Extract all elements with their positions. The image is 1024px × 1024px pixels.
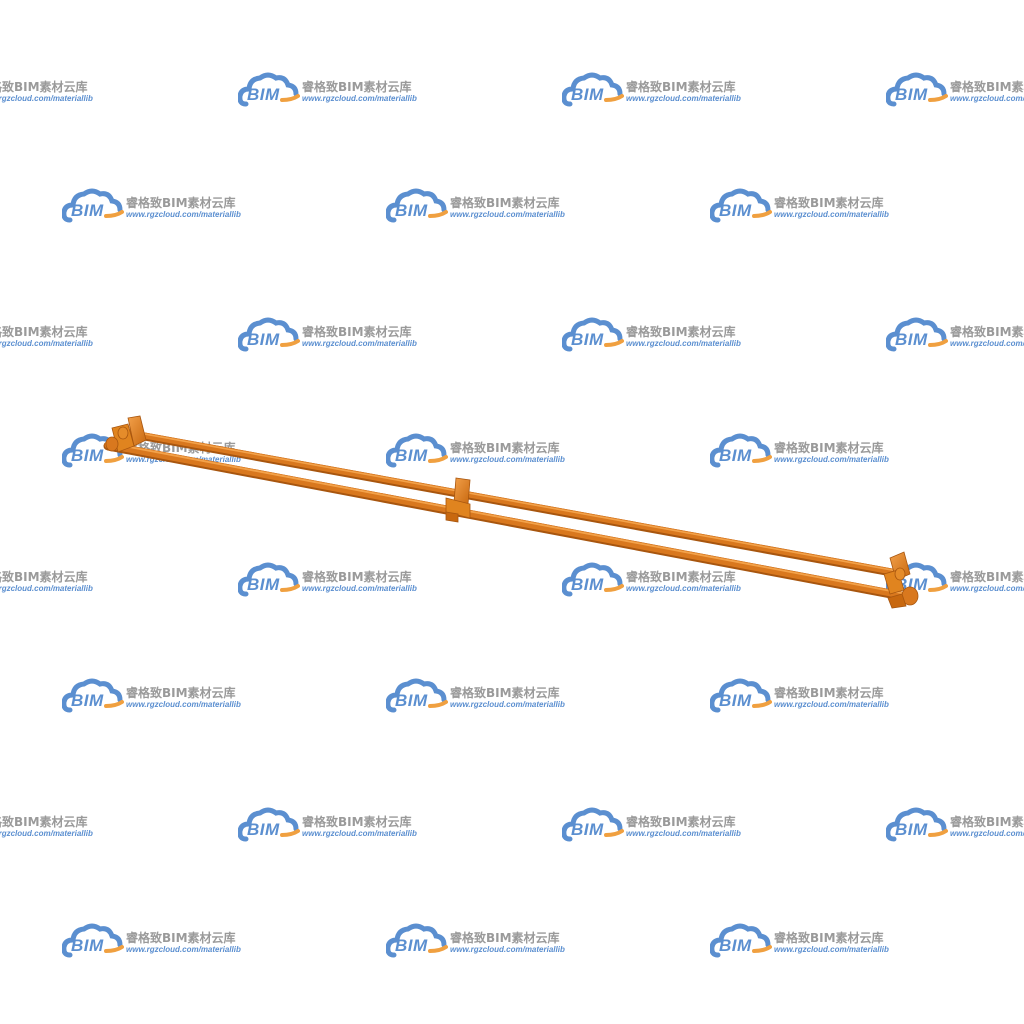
left-bracket <box>105 415 147 453</box>
right-bracket <box>883 551 919 609</box>
upper-rebar <box>116 428 904 578</box>
lower-rebar <box>103 441 917 603</box>
middle-bracket <box>445 477 471 523</box>
